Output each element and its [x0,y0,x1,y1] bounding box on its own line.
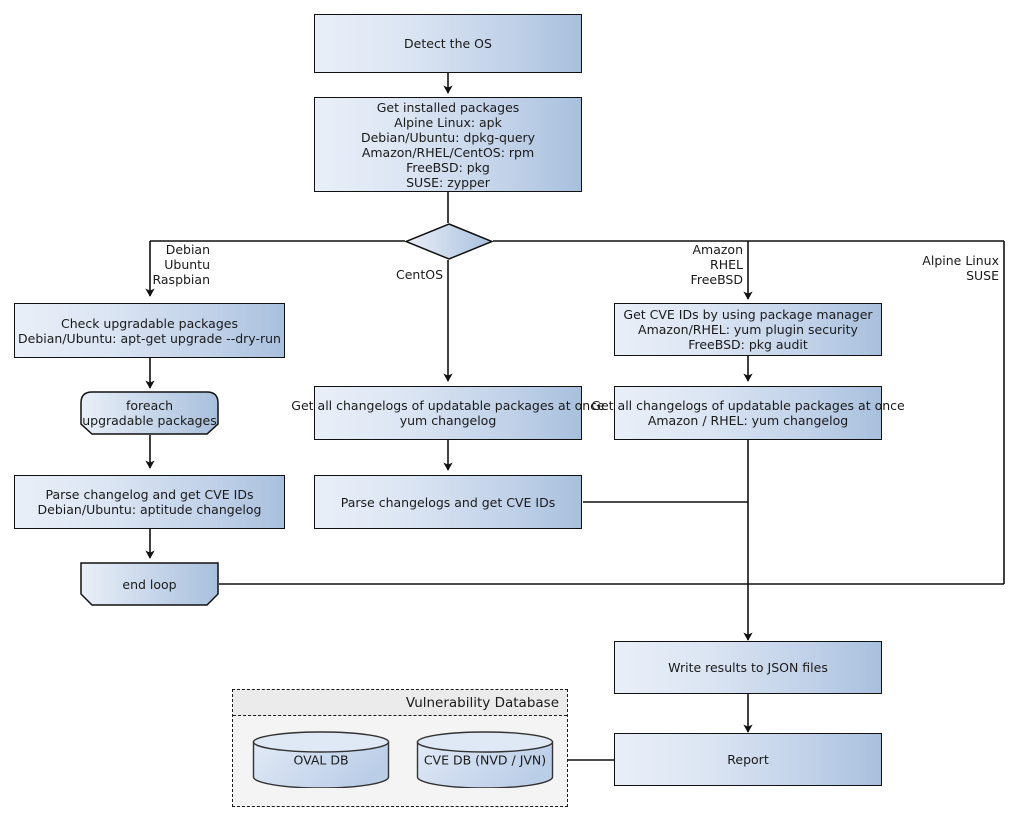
vulnerability-database-group: Vulnerability Database OVAL DB [232,689,568,807]
node-get-changelogs-rhel-label: Get all changelogs of updatable packages… [591,398,905,428]
node-write-results-label: Write results to JSON files [668,660,828,675]
node-get-changelogs-centos-label: Get all changelogs of updatable packages… [291,398,605,428]
vulnerability-database-title: Vulnerability Database [405,694,559,711]
database-oval[interactable]: OVAL DB [252,731,390,788]
node-detect-os-label: Detect the OS [404,36,492,51]
node-os-decision[interactable] [405,223,493,260]
edge-label-centos-branch: CentOS [395,267,443,282]
node-report-label: Report [727,752,769,767]
diamond-shape [405,223,493,260]
loop-start-shape [80,391,219,435]
node-parse-changelogs-centos-label: Parse changelogs and get CVE IDs [340,494,556,510]
database-oval-label: OVAL DB [293,752,349,767]
database-cve[interactable]: CVE DB (NVD / JVN) [416,731,554,788]
node-get-changelogs-rhel[interactable]: Get all changelogs of updatable packages… [591,386,905,440]
vulnerability-database-header: Vulnerability Database [233,690,567,716]
node-write-results[interactable]: Write results to JSON files [614,641,882,694]
node-end-loop[interactable]: end loop [80,562,219,606]
node-report[interactable]: Report [614,733,882,786]
loop-end-shape [80,562,219,606]
node-get-changelogs-centos[interactable]: Get all changelogs of updatable packages… [291,386,605,440]
node-end-loop-label: end loop [122,576,177,592]
cylinder-shape-oval [252,731,390,788]
node-detect-os[interactable]: Detect the OS [314,14,582,73]
cylinder-shape-cve [416,731,554,788]
node-parse-changelogs-centos[interactable]: Parse changelogs and get CVE IDs [314,475,582,529]
database-cve-label: CVE DB (NVD / JVN) [423,752,547,767]
